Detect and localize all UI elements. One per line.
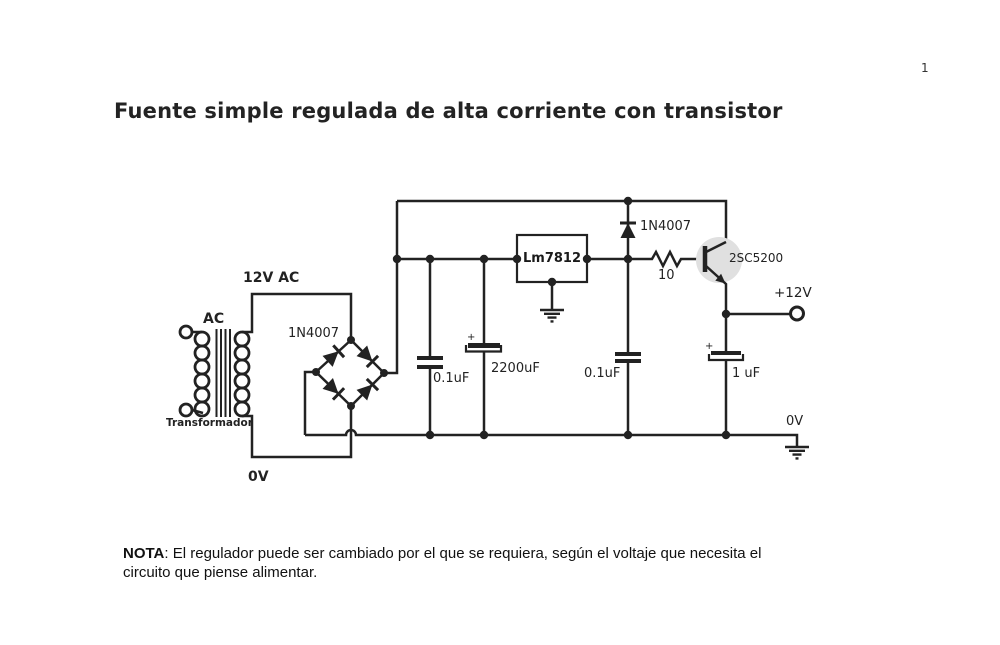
ground-regulator-icon	[540, 308, 564, 323]
label-cap-output: 1 uF	[732, 366, 761, 381]
label-transformer: Transformador	[166, 417, 253, 429]
transistor-2sc5200	[696, 237, 742, 314]
junction-dots	[312, 196, 731, 440]
output-terminal	[789, 305, 805, 322]
plus-sign: +	[705, 341, 713, 352]
note-line2: circuito que piense alimentar.	[123, 564, 318, 581]
wire-top-rail	[397, 199, 728, 242]
emitter-arrow-icon	[715, 273, 726, 284]
label-output-zero: 0V	[786, 414, 804, 429]
label-transistor: 2SC5200	[729, 251, 784, 265]
label-regulator: Lm7812	[522, 251, 581, 266]
note-line1: : El regulador puede ser cambiado por el…	[164, 545, 762, 562]
cap-2200uf: +	[464, 332, 503, 353]
label-cap-bulk: 2200uF	[491, 361, 540, 376]
wires	[191, 199, 799, 459]
emitter-lead	[705, 265, 728, 314]
page-number: 1	[921, 61, 929, 75]
collector-lead	[705, 240, 727, 254]
page-title: Fuente simple regulada de alta corriente…	[114, 99, 783, 123]
secondary-winding	[233, 330, 251, 418]
label-cap-input-ceramic: 0.1uF	[433, 371, 470, 386]
primary-winding	[193, 330, 211, 418]
bridge-rectifier	[314, 338, 386, 408]
cap-0.1uf-input	[417, 356, 443, 369]
label-base-resistor: 10	[658, 268, 675, 283]
label-bridge-diodes: 1N4007	[288, 326, 340, 341]
cap-0.1uf-output	[615, 352, 641, 363]
label-protection-diode: 1N4007	[640, 219, 692, 234]
protection-diode-icon	[618, 221, 638, 240]
label-output-positive: +12V	[774, 285, 812, 301]
label-secondary-voltage: 12V AC	[243, 270, 300, 286]
ac-terminal-bottom	[178, 402, 194, 418]
label-secondary-zero: 0V	[248, 469, 269, 485]
note-bold-label: NOTA	[123, 545, 165, 562]
cap-1uf-output: +	[705, 341, 745, 362]
ac-terminal-top	[178, 324, 194, 340]
wire-output-resistor	[587, 249, 705, 269]
core-lines	[215, 329, 231, 417]
note-text: NOTA: El regulador puede ser cambiado po…	[123, 544, 893, 582]
transistor-halo	[696, 237, 742, 283]
wire-bridge-negative	[303, 370, 316, 435]
wire-ac-bottom	[242, 406, 353, 459]
regulator-box	[515, 233, 589, 284]
ground-output-icon	[785, 445, 809, 460]
wire-ac-top	[242, 292, 353, 340]
wire-bridge-positive	[384, 201, 399, 375]
label-cap-output-ceramic: 0.1uF	[584, 366, 621, 381]
transformer-symbol	[178, 324, 251, 418]
plus-sign: +	[467, 332, 475, 343]
label-ac-input: AC	[203, 311, 225, 327]
